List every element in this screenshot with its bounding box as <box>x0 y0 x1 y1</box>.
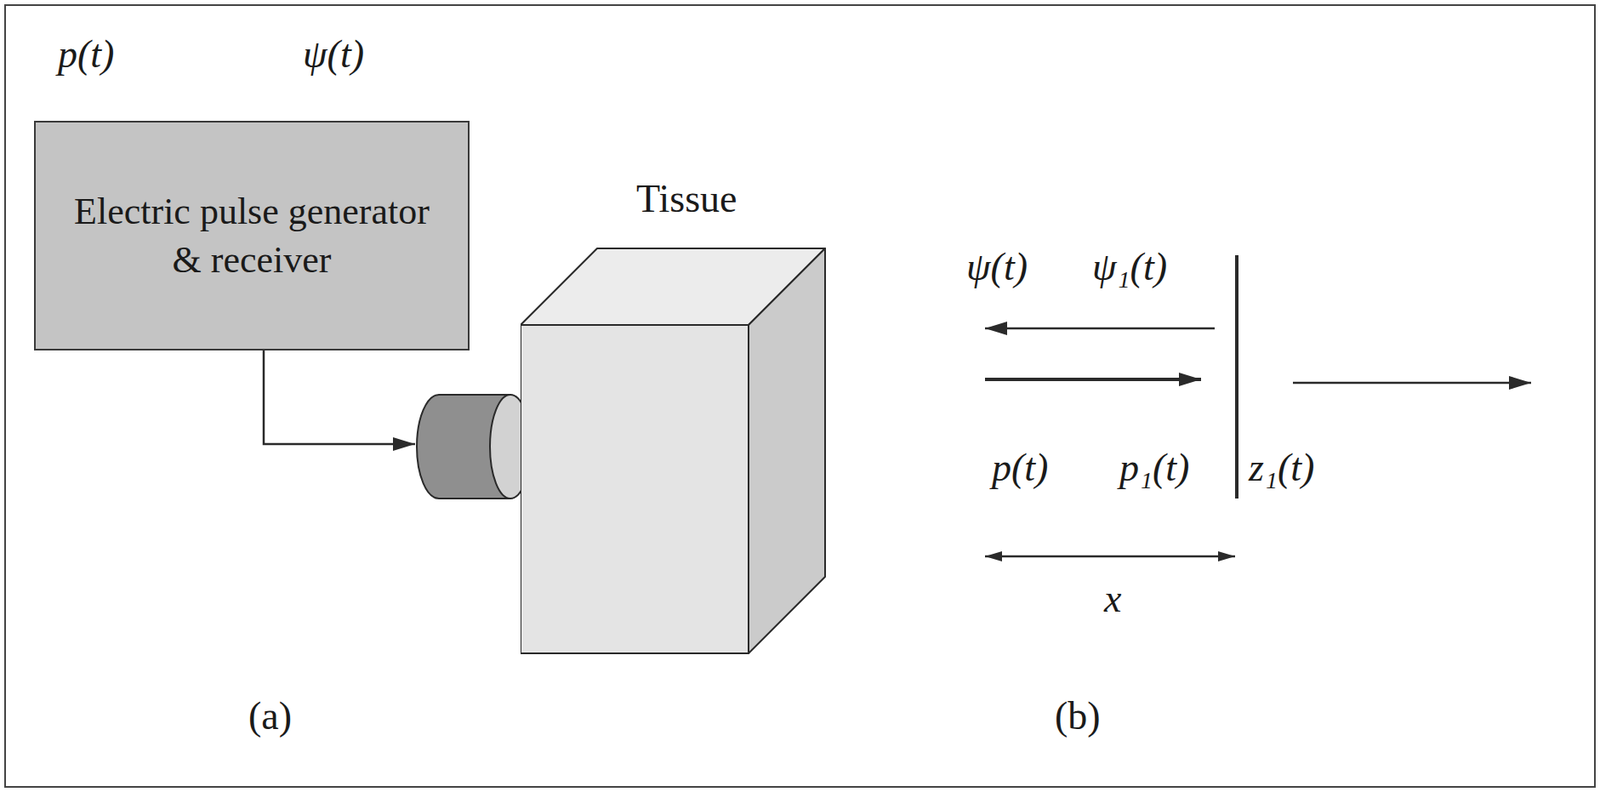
signal-name: p₁(t) <box>1119 445 1190 491</box>
transducer <box>416 394 531 499</box>
signal-name: ψ(t) <box>966 244 1028 291</box>
panel-label: (a) <box>248 694 292 740</box>
signal-name: z₁(t) <box>1248 445 1315 491</box>
incident-arrow <box>985 377 1202 382</box>
panel-label: (b) <box>1054 694 1101 740</box>
dimension-label: x <box>1104 576 1122 622</box>
signal-name: p(t) <box>991 445 1048 491</box>
signal-name: ψ₁(t) <box>1092 244 1168 291</box>
signal-name: p(t) <box>57 32 114 78</box>
reflected-arrow <box>985 327 1215 331</box>
distance-arrow <box>985 555 1236 559</box>
tissue-label: Tissue <box>636 176 737 223</box>
process-box: Electric pulse generator & receiver <box>34 120 470 351</box>
signal-name: ψ(t) <box>302 32 365 78</box>
tissue-block: Tissue <box>520 166 838 661</box>
signal-wire <box>263 350 416 445</box>
box-text: Electric pulse generator & receiver <box>61 187 443 285</box>
transmitted-arrow <box>1292 381 1532 385</box>
frame <box>5 5 1595 787</box>
tissue-cube <box>520 166 838 661</box>
interface-line <box>1235 255 1239 499</box>
